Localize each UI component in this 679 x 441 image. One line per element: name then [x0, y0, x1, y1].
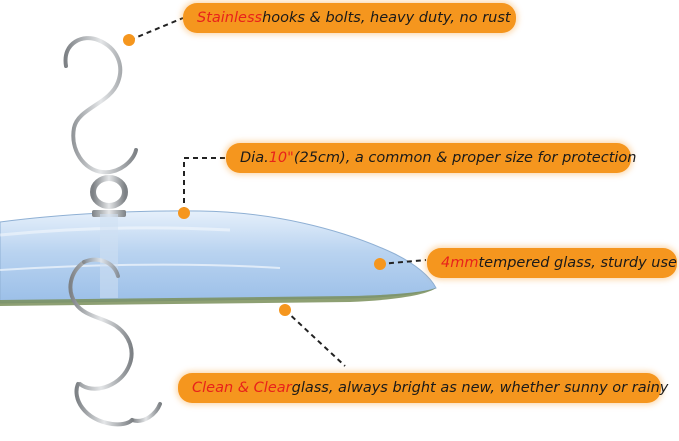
callout-glass: 4mm tempered glass, sturdy use [427, 248, 677, 278]
callout-glass-highlight: 4mm [441, 255, 479, 271]
center-bolt [90, 175, 128, 298]
callout-diameter: Dia. 10" (25cm), a common & proper size … [226, 143, 636, 173]
callout-hooks-highlight: Stainless [197, 10, 263, 26]
callout-glass-text: tempered glass, sturdy use [478, 255, 677, 271]
upper-s-hook [63, 36, 138, 175]
callout-diameter-highlight: 10" [268, 150, 294, 166]
callout-clear-text: glass, always bright as new, whether sun… [291, 380, 669, 396]
glass-marker [374, 258, 386, 270]
diameter-marker [178, 207, 190, 219]
glass-dome [0, 210, 437, 306]
hooks-marker [123, 34, 135, 46]
lower-s-hook [68, 257, 162, 427]
clear-marker [279, 304, 291, 316]
callout-hooks-text: hooks & bolts, heavy duty, no rust [262, 10, 511, 26]
callout-clear-highlight: Clean & Clear [192, 380, 292, 396]
callout-hooks: Stainless hooks & bolts, heavy duty, no … [183, 3, 516, 33]
leader-lines [129, 17, 427, 367]
callout-diameter-text: (25cm), a common & proper size for prote… [293, 150, 637, 166]
callout-clear: Clean & Clear glass, always bright as ne… [178, 373, 668, 403]
callout-diameter-prefix: Dia. [240, 150, 269, 166]
